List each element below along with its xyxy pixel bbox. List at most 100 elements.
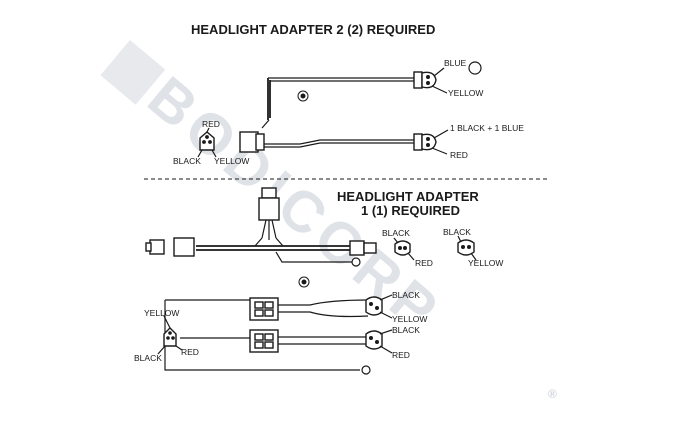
relay-leads [261,219,277,240]
top-upper-plug [413,71,437,89]
mid-pin-1 [398,246,402,250]
top-title: HEADLIGHT ADAPTER 2 (2) REQUIRED [191,22,435,37]
label-mid-black: BLACK [382,228,410,238]
label-left-black: BLACK [134,353,162,363]
pin-icon-4 [426,143,430,147]
relay2-body [249,329,279,353]
mid2-bulb-leaders [457,235,477,261]
label-top-plug-red: RED [202,119,220,129]
leader-red [431,147,448,155]
mid-right-connector [349,240,377,256]
ground-ring-icon [351,257,361,267]
top-trunk-join [261,119,270,129]
bottom-title-line1: HEADLIGHT ADAPTER [337,189,479,204]
label-mid2-black: BLACK [443,227,471,237]
mid2-pin-1 [461,245,465,249]
watermark-logo-block [100,40,166,105]
mid-ground-wire [275,251,352,263]
top-connector-tip [255,133,265,151]
socket-leader-yellow [211,149,217,158]
bsock1-leaders [379,294,393,319]
top-lower-plug [413,133,437,151]
bottom-title-line2: 1 (1) REQUIRED [361,203,460,218]
label-bot-yellow1: YELLOW [392,314,427,324]
label-top-plug-black: BLACK [173,156,201,166]
lplug-leaders [157,315,183,355]
pin-icon [426,75,430,79]
part-stamp-icon-2 [298,276,310,288]
socket-leader-black [197,149,203,158]
mid2-pin-2 [467,245,471,249]
mid-relay [258,187,280,240]
bottom-relay-2 [249,329,279,353]
lplug-body [163,327,177,347]
relay2-pin-c [254,341,264,349]
mid-harness-join [254,237,284,247]
socket-body [199,131,215,151]
label-bot-black2: BLACK [392,325,420,335]
top-wire-to-lower [260,139,415,145]
label-left-yellow: YELLOW [144,308,179,318]
label-top-plug-yellow: YELLOW [214,156,249,166]
stamp-dot [300,93,306,99]
relay1-out-upper [278,299,369,306]
bsock2-pin-1 [369,336,373,340]
bsock2-body [365,330,383,350]
socket-pin-1 [202,140,206,144]
label-left-red: RED [181,347,199,357]
leader-black-blue [433,129,449,139]
mid-bulb-socket-2 [457,235,477,261]
mid-pin-2 [403,246,407,250]
leader-blue [433,67,445,77]
top-wire-to-lower-b [260,142,415,148]
bsock1-body [365,296,383,316]
ground-ring-icon-2 [361,365,371,375]
blue-indicator-icon [468,61,482,75]
mid2-bulb-body [457,239,475,256]
label-top-black-blue: 1 BLACK + 1 BLUE [450,123,524,133]
label-mid-red: RED [415,258,433,268]
relay-cap [261,187,277,199]
top-lower-plug-head [421,133,437,151]
mid-bulb-socket [393,237,415,261]
left-plug-body [149,239,165,255]
top-upper-plug-head [421,71,437,89]
registered-mark: ® [548,387,557,401]
relay2-pin-a [254,333,264,341]
relay1-out-lower [278,311,369,318]
label-top-yellow: YELLOW [448,88,483,98]
label-top-blue: BLUE [444,58,467,68]
label-bot-black1: BLACK [392,290,420,300]
bsock2-pin-2 [375,340,379,344]
relay1-pin-c [254,309,264,317]
bottom-socket-2 [365,329,393,354]
relay1-pin-a [254,301,264,309]
leader-yellow [431,85,448,94]
part-stamp-icon [297,90,309,102]
mid-left-plug [145,237,195,257]
relay2-pin-b [264,333,274,341]
lplug-pin-2 [171,336,175,340]
stamp2-dot [301,279,307,285]
bsock1-pin-2 [375,306,379,310]
bottom-left-loop [164,300,360,371]
top-adapter-connector [239,131,265,153]
right-connector-tip [363,242,377,254]
lplug-pin-1 [166,336,170,340]
socket-pin-3 [205,135,209,139]
left-socket-body [173,237,195,257]
bsock1-pin-1 [369,302,373,306]
bsock2-leaders [379,329,393,354]
socket-pin-2 [208,140,212,144]
bottom-relay-1 [249,297,279,321]
relay1-pin-d [264,309,274,317]
top-lower-plug-collar [413,133,423,151]
relay-body [258,197,280,221]
pin-icon-3 [426,137,430,141]
right-connector-body [349,240,365,256]
bottom-socket-1 [365,294,393,319]
label-mid2-yellow: YELLOW [468,258,503,268]
lplug-pin-3 [168,331,172,335]
label-bot-red2: RED [392,350,410,360]
